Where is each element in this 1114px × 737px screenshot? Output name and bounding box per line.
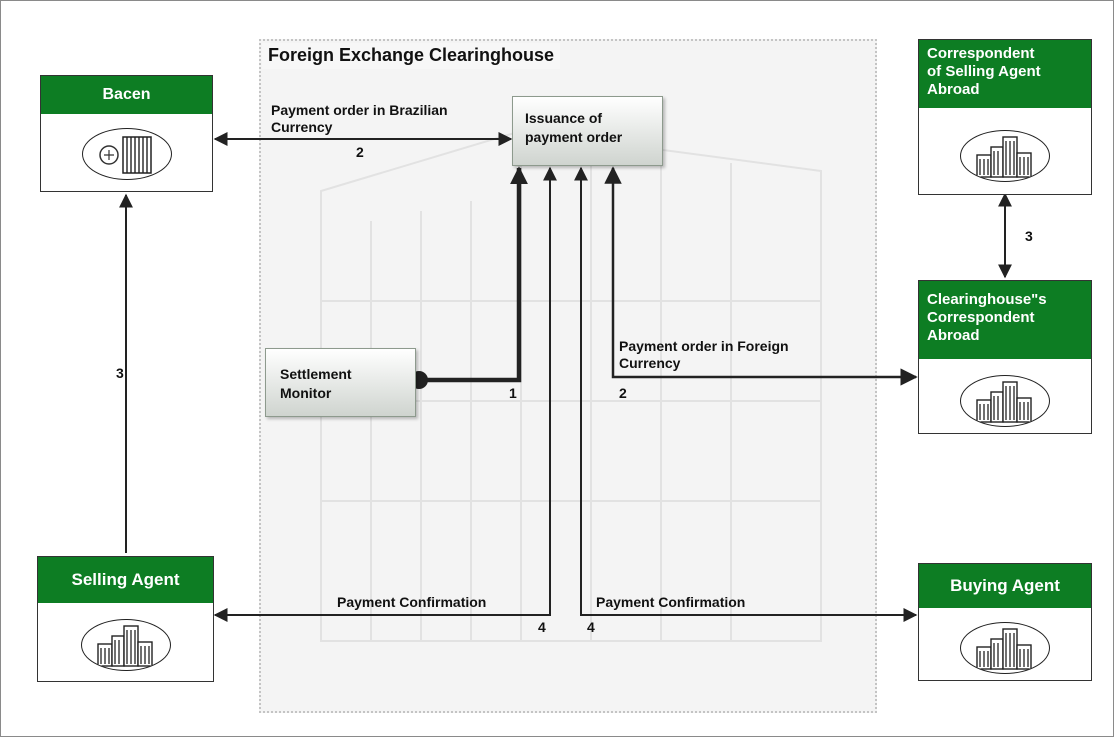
node-correspondent-selling-label: Correspondent of Selling Agent Abroad	[919, 40, 1091, 108]
node-selling-agent: Selling Agent	[37, 556, 214, 682]
node-buying-agent-label: Buying Agent	[919, 564, 1091, 608]
clearinghouse-title: Foreign Exchange Clearinghouse	[262, 43, 561, 69]
node-bacen: Bacen	[40, 75, 213, 192]
process-settlement-monitor: Settlement Monitor	[265, 348, 416, 417]
step-correspondent-link: 3	[1025, 228, 1033, 244]
step-confirmation-buying: 4	[587, 619, 595, 635]
label-confirmation-selling: Payment Confirmation	[337, 594, 487, 610]
node-clearinghouse-correspondent-label: Clearinghouse"s Correspondent Abroad	[919, 281, 1091, 359]
label-confirmation-buying: Payment Confirmation	[596, 594, 746, 610]
node-bacen-label: Bacen	[41, 76, 212, 114]
city-buildings-icon	[960, 130, 1050, 182]
city-buildings-icon	[960, 375, 1050, 427]
bank-building-icon	[81, 128, 172, 180]
node-selling-agent-label: Selling Agent	[38, 557, 213, 603]
arrow-confirmation-buying	[574, 166, 918, 622]
node-buying-agent: Buying Agent	[918, 563, 1092, 681]
city-buildings-icon	[80, 619, 171, 671]
arrow-confirmation-selling	[213, 166, 557, 622]
label-payment-order-foreign: Payment order in Foreign Currency	[619, 338, 789, 371]
step-payment-order-brl: 2	[356, 144, 364, 160]
step-bacen-selling: 3	[116, 365, 124, 381]
step-payment-order-foreign: 2	[619, 385, 627, 401]
arrow-issuance-settlement	[410, 166, 528, 389]
label-payment-order-brl: Payment order in Brazilian Currency	[271, 102, 448, 135]
node-clearinghouse-correspondent: Clearinghouse"s Correspondent Abroad	[918, 280, 1092, 434]
process-issuance-of-payment-order: Issuance of payment order	[512, 96, 663, 166]
step-settlement: 1	[509, 385, 517, 401]
node-correspondent-selling-agent: Correspondent of Selling Agent Abroad	[918, 39, 1092, 195]
city-buildings-icon	[960, 622, 1050, 674]
step-confirmation-selling: 4	[538, 619, 546, 635]
